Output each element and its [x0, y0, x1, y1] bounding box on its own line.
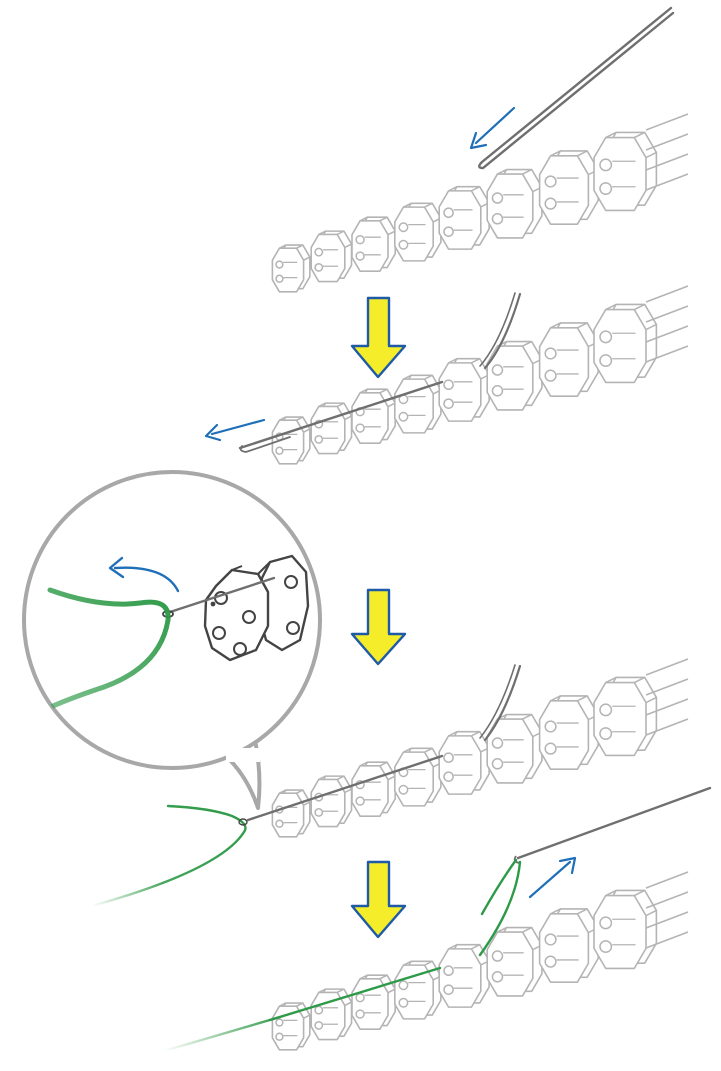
step-4-pull-thread-through: [138, 786, 712, 1060]
down-arrow-icon: [350, 588, 407, 666]
down-arrow-icon: [350, 296, 407, 379]
bead: [538, 908, 599, 983]
bead: [271, 416, 311, 465]
bead: [438, 357, 490, 422]
bead: [393, 374, 442, 434]
needle: [238, 292, 522, 453]
bead: [593, 303, 658, 384]
bead: [593, 131, 658, 212]
magnify-callout-icon: [22, 470, 322, 810]
bead: [271, 789, 311, 838]
bead: [438, 943, 490, 1008]
bead: [310, 402, 353, 455]
step-1-needle-approach: [271, 6, 689, 293]
bead: [486, 713, 543, 784]
needle: [513, 786, 712, 864]
direction-arrow-icon: [204, 418, 266, 442]
needle: [478, 6, 675, 170]
direction-arrow-icon: [528, 856, 577, 899]
bead: [593, 676, 658, 757]
bead: [351, 388, 397, 445]
bead-strand: [271, 285, 689, 465]
step-2-needle-through-beads: [204, 285, 689, 465]
bead: [271, 244, 311, 293]
direction-arrow-icon: [108, 556, 180, 593]
needle: [246, 664, 522, 822]
bead: [538, 322, 599, 397]
thread: [37, 587, 171, 715]
thread: [138, 858, 522, 1060]
bead: [393, 747, 442, 807]
bead: [593, 889, 658, 970]
direction-arrow-icon: [469, 106, 516, 150]
bead: [393, 202, 442, 262]
thread: [90, 804, 248, 908]
bead: [438, 730, 490, 795]
bead: [538, 695, 599, 770]
down-arrow-icon: [350, 860, 407, 939]
bead-strand: [271, 113, 689, 293]
bead: [486, 168, 543, 239]
bead: [310, 230, 353, 283]
bead: [351, 761, 397, 818]
step-3-thread-through-needle: [90, 658, 689, 908]
bead-strand: [271, 871, 689, 1051]
bead-strand: [271, 658, 689, 838]
bead: [486, 926, 543, 997]
bead: [438, 185, 490, 250]
bead: [538, 150, 599, 225]
bead: [351, 216, 397, 273]
bead: [486, 340, 543, 411]
bead: [310, 775, 353, 828]
